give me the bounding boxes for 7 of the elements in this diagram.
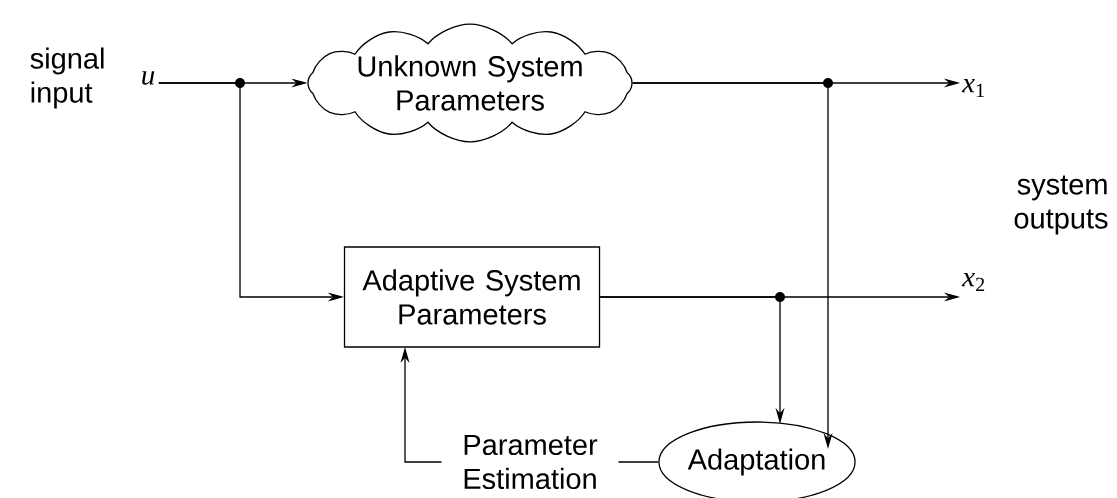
- output-label: x$_{1}$: [961, 78, 984, 98]
- process-box: Adaptive System Parameters: [343, 246, 601, 348]
- output-label: x$_{2}$: [961, 272, 985, 292]
- text-label: system outputs: [1014, 175, 1108, 235]
- edge-label: Parameter Estimation: [441, 433, 619, 491]
- node-caption: signal input: [30, 47, 104, 109]
- variable-label: u: [142, 71, 155, 85]
